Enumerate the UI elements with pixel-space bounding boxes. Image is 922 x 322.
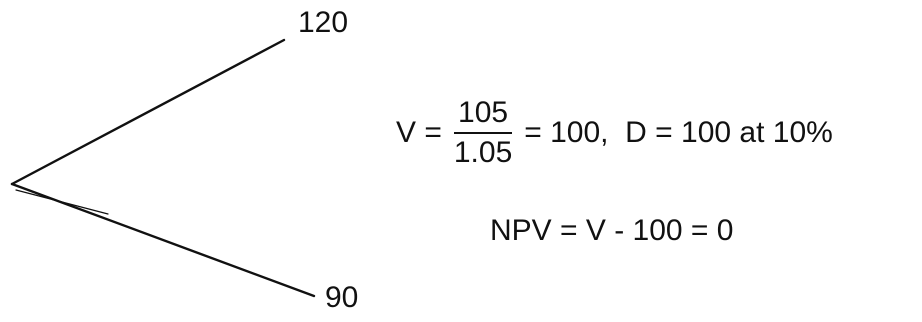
- equation-rhs: = 100, D = 100 at 10%: [524, 116, 833, 149]
- up-branch: [10, 38, 286, 186]
- down-branch-shadow: [15, 189, 109, 215]
- fraction-numerator: 105: [454, 96, 513, 134]
- equation-lhs: V =: [396, 116, 442, 149]
- fraction: 105 1.05: [450, 96, 516, 170]
- valuation-equation: V = 105 1.05 = 100, D = 100 at 10%: [396, 96, 833, 170]
- up-node-value: 120: [298, 6, 349, 39]
- fraction-denominator: 1.05: [453, 136, 513, 169]
- down-node-value: 90: [325, 281, 359, 314]
- npv-equation: NPV = V - 100 = 0: [490, 214, 734, 247]
